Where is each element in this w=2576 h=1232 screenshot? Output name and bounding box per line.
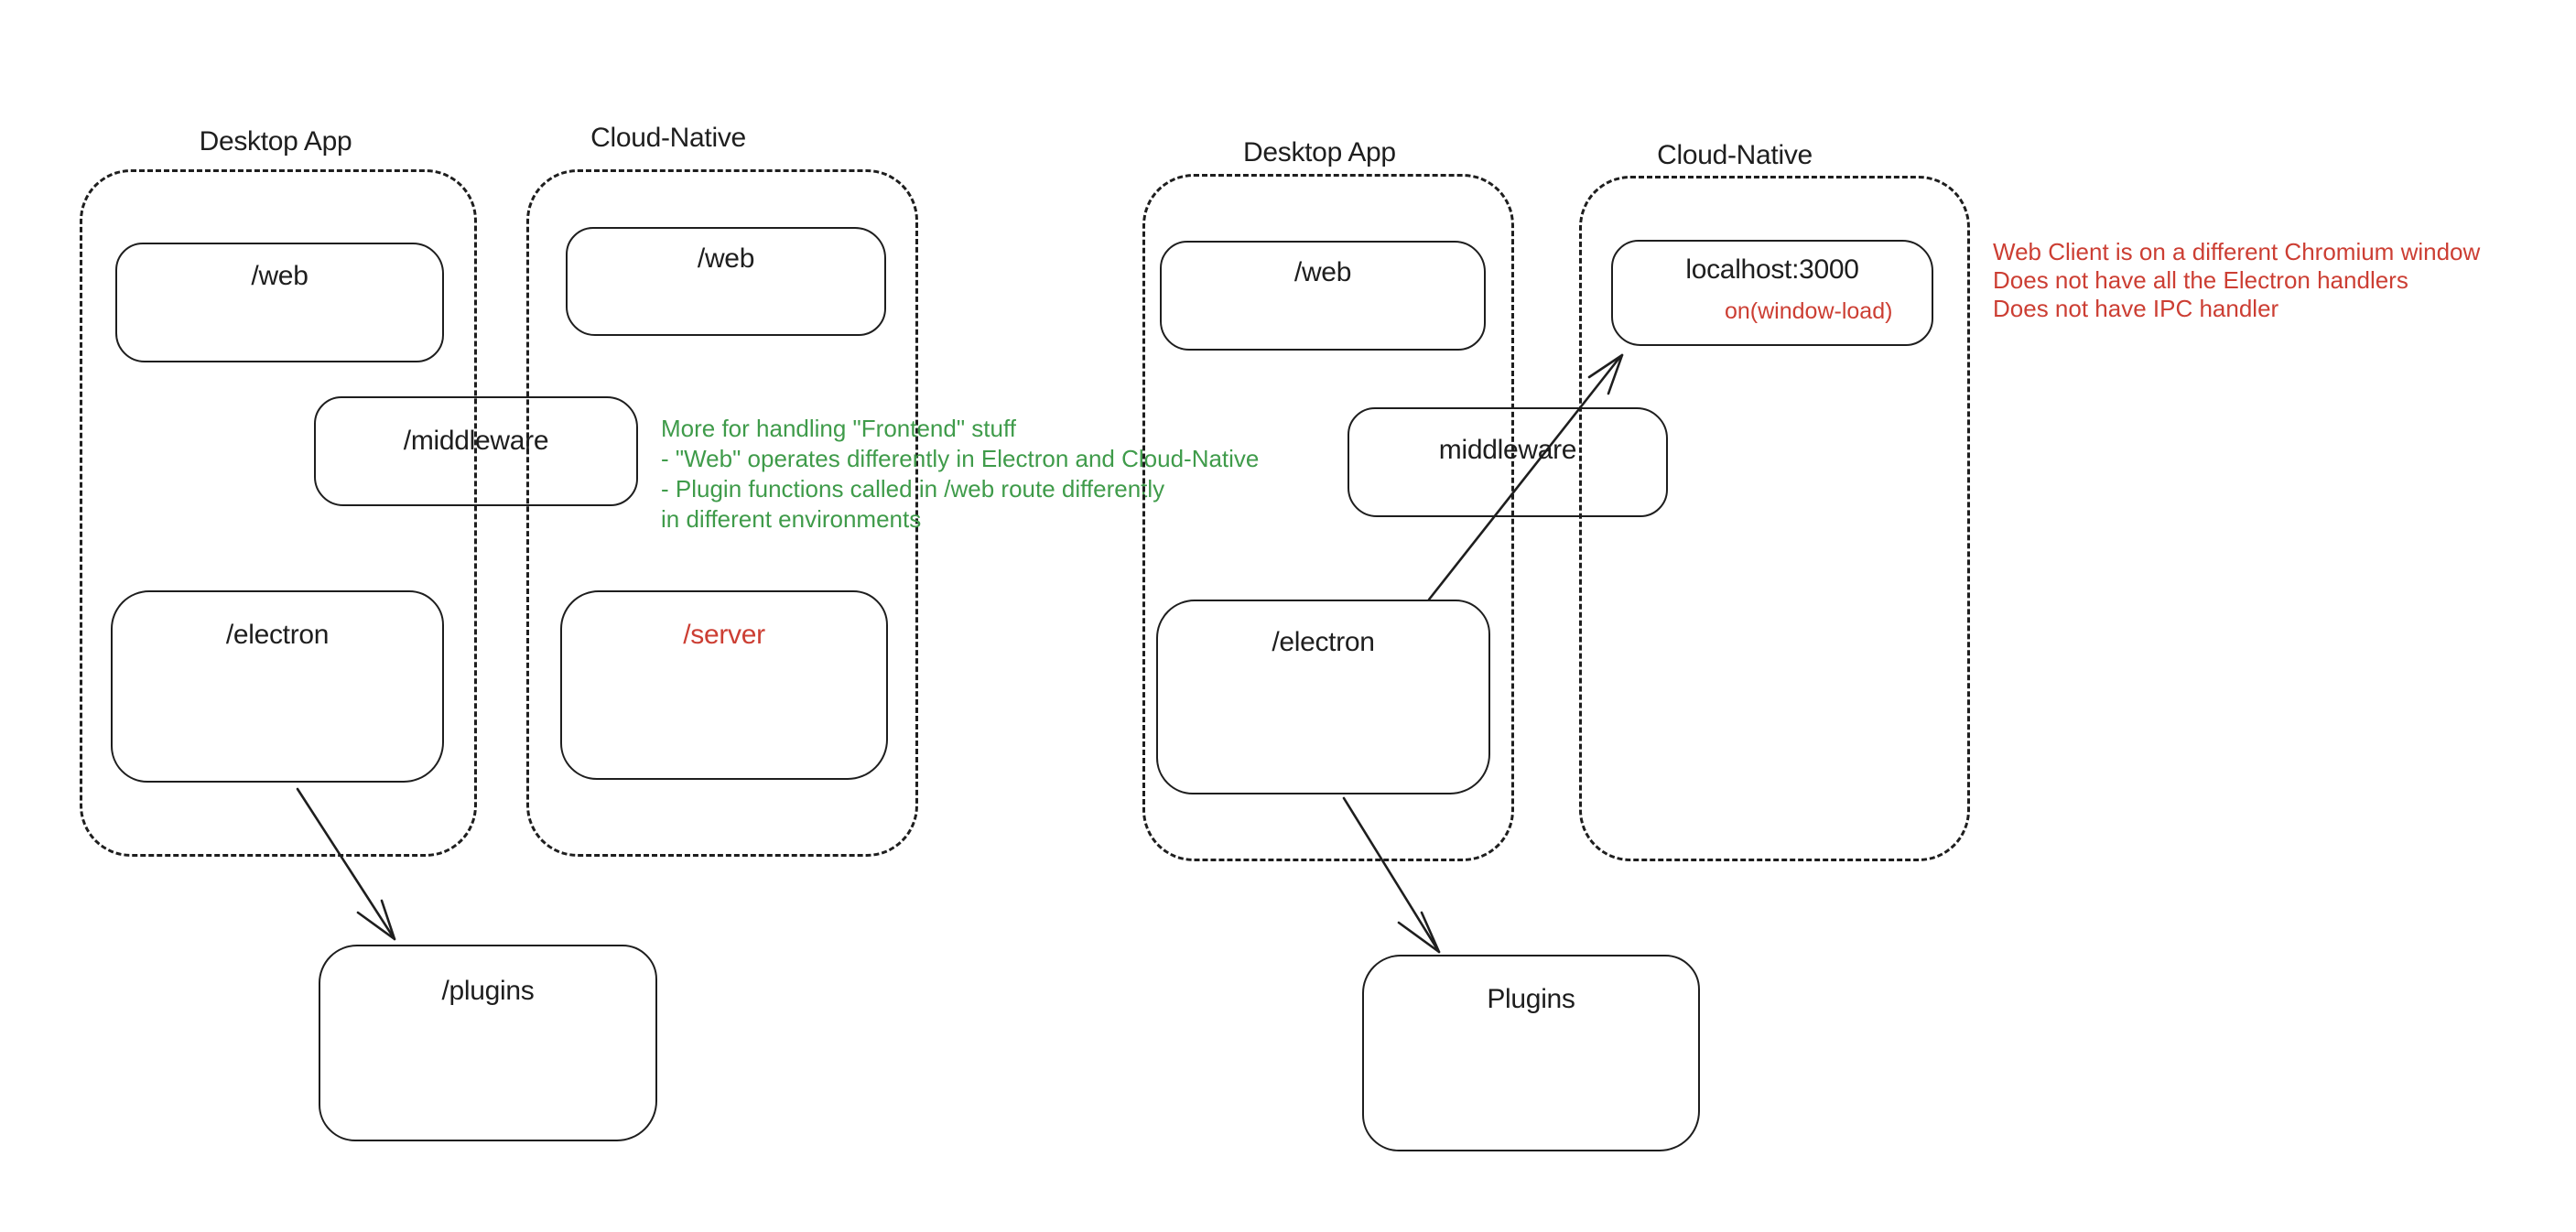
- note-line: - "Web" operates differently in Electron…: [661, 445, 1260, 472]
- right-plugins-label: Plugins: [1487, 984, 1575, 1014]
- left-electron-label: /electron: [225, 620, 330, 650]
- right-plugins-box: Plugins: [1362, 955, 1700, 1151]
- right-localhost-label: localhost:3000: [1685, 254, 1859, 285]
- left-web-desktop-box: /web: [115, 243, 444, 362]
- note-line: Does not have all the Electron handlers: [1993, 266, 2408, 294]
- right-web-box: /web: [1160, 241, 1486, 351]
- left-plugins-box: /plugins: [319, 945, 657, 1141]
- note-line: - Plugin functions called in /web route …: [661, 475, 1165, 503]
- note-line: More for handling "Frontend" stuff: [661, 415, 1016, 442]
- left-middleware-box: /middleware: [314, 396, 638, 506]
- left-cloud-native-container: [526, 169, 918, 857]
- right-desktop-app-title: Desktop App: [1243, 137, 1396, 168]
- green-annotation: More for handling "Frontend" stuff - "We…: [661, 414, 1259, 535]
- left-web-cloud-label: /web: [697, 243, 755, 274]
- left-middleware-label: /middleware: [403, 426, 549, 456]
- right-cloud-native-title: Cloud-Native: [1657, 140, 1813, 170]
- right-localhost-box: localhost:3000 on(window-load): [1611, 240, 1933, 346]
- right-web-label: /web: [1293, 257, 1352, 287]
- left-desktop-app-container: [80, 169, 477, 857]
- right-electron-box: /electron: [1156, 600, 1490, 794]
- left-electron-box: /electron: [111, 590, 444, 783]
- note-line: Web Client is on a different Chromium wi…: [1993, 238, 2481, 265]
- right-electron-label: /electron: [1272, 627, 1375, 657]
- left-desktop-app-title: Desktop App: [199, 126, 352, 157]
- right-localhost-event-label: on(window-load): [1725, 298, 1893, 324]
- left-cloud-native-title: Cloud-Native: [590, 123, 746, 153]
- right-middleware-label: middleware: [1438, 435, 1577, 465]
- note-line: in different environments: [661, 505, 922, 533]
- left-server-box: /server: [560, 590, 888, 780]
- left-web-desktop-label: /web: [251, 261, 308, 291]
- left-web-cloud-box: /web: [566, 227, 886, 336]
- note-line: Does not have IPC handler: [1993, 295, 2279, 322]
- right-middleware-box: middleware: [1348, 407, 1668, 517]
- left-server-label: /server: [683, 620, 765, 650]
- left-plugins-label: /plugins: [441, 976, 535, 1006]
- red-annotation: Web Client is on a different Chromium wi…: [1993, 238, 2480, 323]
